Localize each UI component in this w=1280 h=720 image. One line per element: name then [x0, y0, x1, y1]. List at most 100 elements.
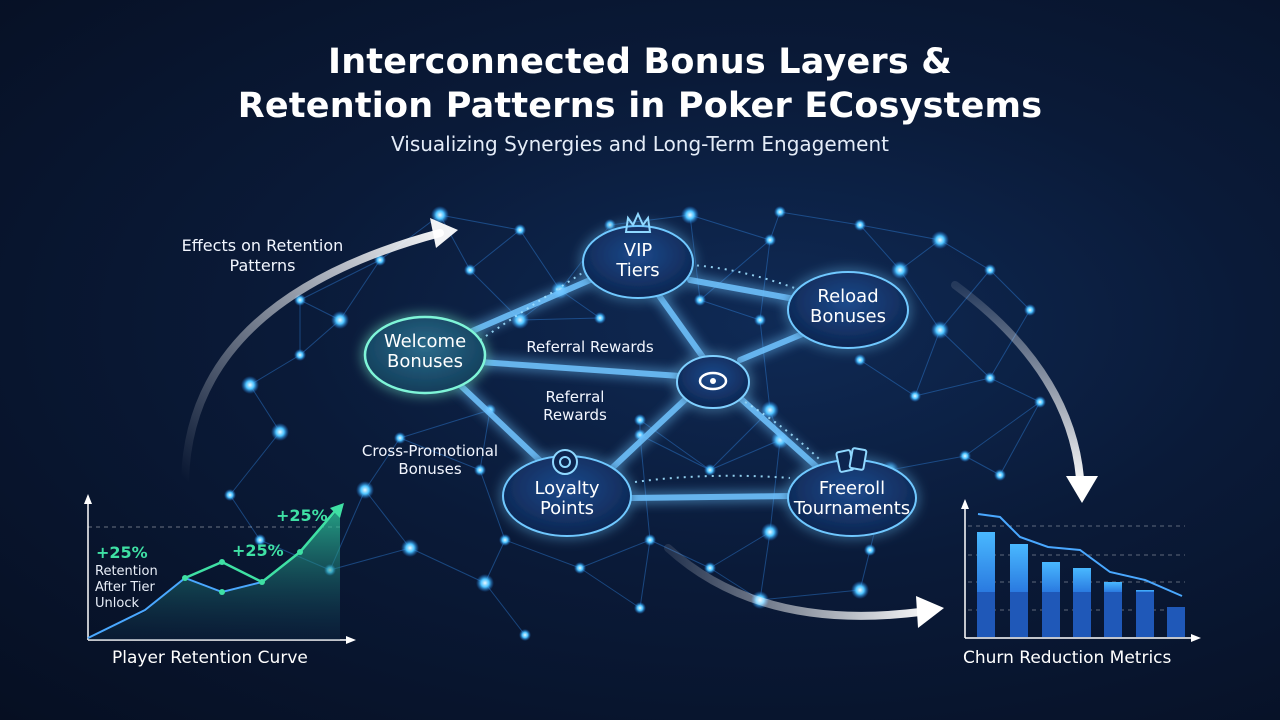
mesh-line	[699, 239, 771, 301]
mesh-dot	[356, 481, 374, 499]
loyalty-line2: Points	[539, 498, 595, 519]
churn-bar-lower	[1167, 607, 1185, 637]
mesh-dot	[394, 432, 406, 444]
cross-promotional-label: Cross-Promotional Bonuses	[345, 442, 515, 478]
mesh-line	[639, 434, 651, 541]
reload-bonuses-label: Reload Bonuses	[788, 284, 908, 330]
mesh-line	[689, 214, 701, 301]
mesh-line	[914, 329, 941, 397]
mesh-line	[639, 434, 711, 471]
freeroll-tournaments-node[interactable]	[787, 447, 917, 537]
mesh-line	[579, 567, 641, 609]
retention-pct-3: +25%	[276, 506, 328, 525]
mesh-line	[229, 494, 261, 541]
churn-bar-lower	[977, 592, 995, 637]
reload-line1: Reload	[817, 286, 879, 307]
mesh-line	[689, 214, 771, 241]
mesh-line	[889, 455, 966, 471]
mesh-line	[759, 589, 861, 601]
vip-tiers-node[interactable]	[582, 211, 694, 299]
freeroll-line2: Tournaments	[793, 498, 911, 519]
mesh-line	[859, 224, 901, 271]
mesh-line	[504, 539, 581, 569]
mesh-line	[519, 229, 561, 291]
churn-bar-lower	[1136, 592, 1154, 637]
mesh-dot	[704, 562, 716, 574]
mesh-dot	[984, 372, 996, 384]
welcome-line2: Bonuses	[386, 351, 463, 372]
note-line2: After Tier	[95, 580, 155, 595]
effects-label: Effects on Retention Patterns	[160, 236, 365, 276]
mesh-line	[399, 409, 491, 439]
welcome-bonuses-label: Welcome Bonuses	[365, 329, 485, 375]
mesh-line	[439, 214, 521, 231]
mesh-line	[484, 582, 526, 636]
retention-pct-1: +25%	[96, 543, 148, 562]
mesh-line	[859, 224, 941, 241]
mesh-dot	[241, 376, 259, 394]
freeroll-tournaments-label: Freeroll Tournaments	[782, 476, 922, 522]
mesh-dot	[959, 450, 971, 462]
central-hub-node[interactable]	[676, 355, 750, 409]
mesh-line	[609, 214, 691, 226]
mesh-line	[639, 419, 711, 471]
mesh-dot	[634, 602, 646, 614]
mesh-line	[964, 455, 1001, 476]
page-subtitle: Visualizing Synergies and Long-Term Enga…	[391, 132, 889, 156]
effects-line1: Effects on Retention	[181, 236, 344, 255]
mesh-line	[399, 437, 481, 471]
mesh-line	[989, 269, 1031, 311]
retention-chart-title: Player Retention Curve	[112, 648, 308, 668]
mesh-dot	[761, 401, 779, 419]
loyalty-points-node[interactable]	[502, 449, 632, 537]
mesh-line	[939, 329, 991, 379]
bottom-arc-arrow	[664, 544, 944, 628]
mesh-dot	[294, 349, 306, 361]
retention-pct-2: +25%	[232, 541, 284, 560]
mesh-dot	[634, 414, 646, 426]
effects-arrow	[181, 218, 458, 484]
retention-chart	[84, 494, 356, 644]
mesh-line	[249, 354, 301, 386]
mesh-line	[914, 377, 991, 397]
referral-rewards-label-1: Referral Rewards	[526, 338, 654, 356]
churn-chart-title: Churn Reduction Metrics	[963, 648, 1172, 668]
vip-tiers-label: VIP Tiers	[588, 238, 688, 284]
page-title-line2: Retention Patterns in Poker ECosystems	[237, 86, 1043, 126]
welcome-bonuses-node[interactable]	[363, 315, 487, 395]
mesh-line	[439, 214, 471, 271]
churn-bar-upper	[1042, 562, 1060, 592]
mesh-line	[519, 317, 601, 321]
mesh-line	[469, 229, 521, 271]
referral-rewards-label-2: Referral Rewards	[520, 388, 630, 424]
mesh-dot	[644, 534, 656, 546]
vip-line1: VIP	[623, 240, 653, 261]
mesh-dot	[754, 314, 766, 326]
mesh-dot	[519, 629, 531, 641]
churn-bar-lower	[1042, 592, 1060, 637]
note-line3: Unlock	[95, 596, 139, 611]
hub-icon	[698, 371, 728, 391]
retention-area	[88, 508, 340, 640]
mesh-line	[329, 547, 411, 571]
mesh-dot	[574, 562, 586, 574]
reload-bonuses-node[interactable]	[787, 271, 909, 349]
mesh-dot	[854, 354, 866, 366]
mesh-line	[249, 384, 281, 433]
welcome-line1: Welcome	[383, 331, 467, 352]
referral2-line2: Rewards	[543, 406, 607, 424]
mesh-dot	[604, 219, 616, 231]
mesh-line	[759, 319, 771, 411]
mesh-dot	[476, 574, 494, 592]
mesh-dot	[1024, 304, 1036, 316]
mesh-line	[479, 469, 506, 541]
mesh-line	[899, 269, 941, 331]
mesh-dot	[681, 206, 699, 224]
churn-chart	[961, 499, 1201, 642]
mesh-line	[759, 531, 771, 601]
vip-line2: Tiers	[616, 260, 660, 281]
mesh-line	[709, 409, 771, 471]
churn-bar-upper	[1010, 544, 1028, 592]
churn-trend-line	[977, 513, 1183, 597]
mesh-dot	[224, 489, 236, 501]
